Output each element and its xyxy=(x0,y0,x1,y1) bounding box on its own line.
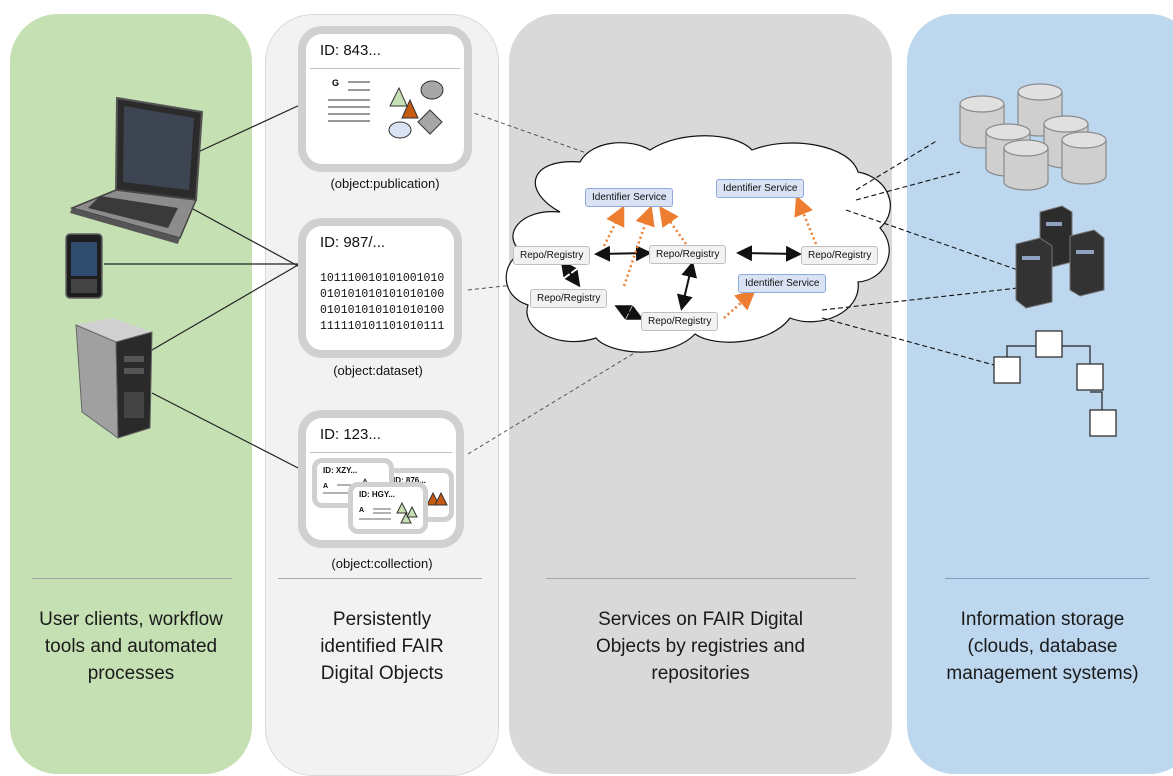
member-letter: A xyxy=(323,483,329,490)
member-letter: A xyxy=(359,507,365,514)
dataset-object-card: ID: 987/... 101110010101001010 010101010… xyxy=(298,218,462,358)
member-document-icon xyxy=(359,501,418,524)
services-caption-line: Objects by registries and xyxy=(595,636,806,657)
member-object-id: ID: 876... xyxy=(393,476,426,485)
services-divider xyxy=(546,578,856,579)
storage-divider xyxy=(945,578,1149,579)
repo-registry-node: Repo/Registry xyxy=(513,246,591,265)
object-id-separator xyxy=(310,68,460,69)
storage-caption-line: Information storage xyxy=(960,609,1125,630)
collection-object-card: ID: 123... ID: 876... ID: XZY... A ID: H… xyxy=(298,410,464,548)
users-caption: User clients, workflow tools and automat… xyxy=(10,606,252,687)
object-type-label: (object:publication) xyxy=(330,176,440,191)
database-cylinders-icon xyxy=(959,83,1107,191)
repo-registry-node: Repo/Registry xyxy=(649,245,727,264)
phone-icon xyxy=(65,233,103,299)
objects-caption-line: Digital Objects xyxy=(320,663,444,684)
services-caption-line: Services on FAIR Digital xyxy=(598,609,803,630)
repo-registry-node: Repo/Registry xyxy=(801,246,879,265)
member-shapes-icon xyxy=(426,491,448,506)
publication-object-card: ID: 843... G xyxy=(298,26,472,172)
storage-caption: Information storage (clouds, database ma… xyxy=(912,606,1173,687)
document-letter: G xyxy=(332,78,340,88)
services-caption-line: repositories xyxy=(651,663,750,684)
server-tower-icon xyxy=(75,318,153,439)
member-object-id: ID: XZY... xyxy=(323,466,358,475)
identifier-resolution-links xyxy=(602,195,818,319)
services-caption: Services on FAIR Digital Objects by regi… xyxy=(509,606,892,687)
storage-column xyxy=(907,14,1173,774)
laptop-icon xyxy=(69,96,204,244)
storage-caption-line: (clouds, database xyxy=(967,636,1118,657)
server-rack-icon xyxy=(1015,205,1105,309)
objects-caption-line: identified FAIR xyxy=(320,636,444,657)
binary-line: 111110101101010111 xyxy=(320,320,445,333)
objects-caption: Persistently identified FAIR Digital Obj… xyxy=(265,606,499,687)
client-links xyxy=(104,103,303,471)
users-divider xyxy=(32,578,232,579)
object-id: ID: 987/... xyxy=(320,234,386,251)
users-caption-line: tools and automated xyxy=(44,636,218,657)
binary-line: 101110010101001010 xyxy=(320,272,445,285)
member-object: ID: HGY... A xyxy=(348,482,428,534)
storage-caption-line: management systems) xyxy=(946,663,1139,684)
object-type-label: (object:dataset) xyxy=(333,363,423,378)
repo-registry-node: Repo/Registry xyxy=(530,289,608,308)
objects-caption-line: Persistently xyxy=(332,609,432,630)
object-id-separator xyxy=(310,452,452,453)
diagram-graphics xyxy=(65,83,1117,471)
binary-content: 101110010101001010 010101010101010100 01… xyxy=(320,271,444,335)
object-id: ID: 123... xyxy=(320,426,381,443)
publication-document-icon xyxy=(328,80,444,139)
binary-line: 010101010101010100 xyxy=(320,304,445,317)
objects-divider xyxy=(278,578,482,579)
object-type-label: (object:collection) xyxy=(331,556,433,571)
identifier-service-node: Identifier Service xyxy=(585,188,674,207)
tree-structure-icon xyxy=(993,330,1117,437)
identifier-service-node: Identifier Service xyxy=(738,274,827,293)
binary-line: 010101010101010100 xyxy=(320,288,445,301)
repo-links xyxy=(560,245,802,320)
cloud-storage-links xyxy=(821,139,1019,366)
member-object-id: ID: HGY... xyxy=(359,490,396,499)
users-caption-line: User clients, workflow xyxy=(39,609,223,630)
repo-registry-node: Repo/Registry xyxy=(641,312,719,331)
identifier-service-node: Identifier Service xyxy=(716,179,805,198)
users-caption-line: processes xyxy=(87,663,175,684)
object-id: ID: 843... xyxy=(320,42,381,59)
